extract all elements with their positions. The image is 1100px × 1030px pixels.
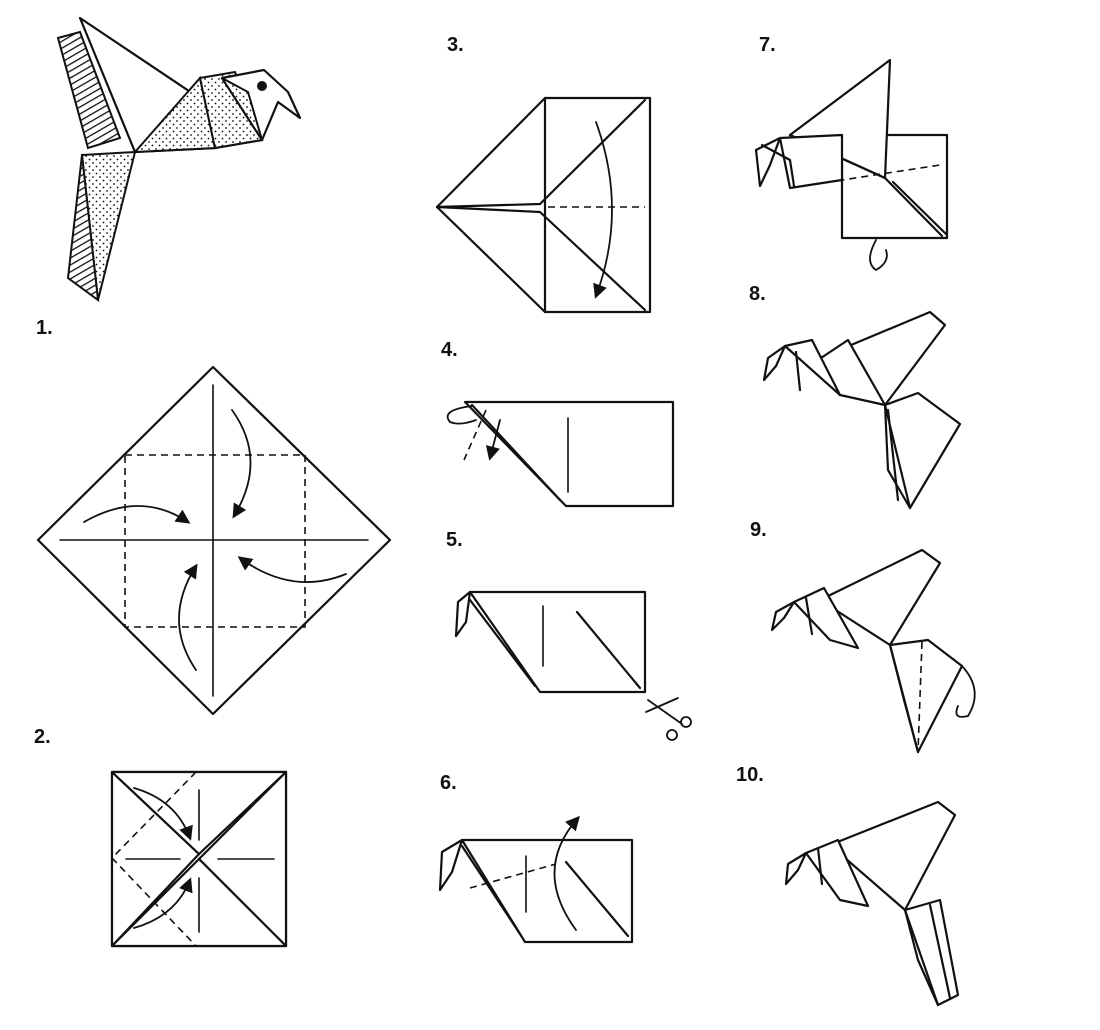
- step-1-diagram: [36, 365, 392, 716]
- step-2-diagram: [110, 770, 288, 948]
- step-8-diagram: [762, 310, 962, 510]
- step-4-diagram: [446, 400, 675, 508]
- step-8-label: 8.: [749, 283, 766, 305]
- step-6-diagram: [438, 815, 634, 944]
- step-10-diagram: [784, 800, 960, 1007]
- step-2-label: 2.: [34, 726, 51, 748]
- step-10-label: 10.: [736, 764, 764, 786]
- step-7-diagram: [754, 58, 949, 272]
- finished-bird-illustration: [56, 16, 302, 303]
- step-5-diagram: [454, 590, 647, 694]
- step-9-diagram: [770, 548, 976, 754]
- step-4-label: 4.: [441, 339, 458, 361]
- step-9-label: 9.: [750, 519, 767, 541]
- step-5-label: 5.: [446, 529, 463, 551]
- step-1-label: 1.: [36, 317, 53, 339]
- scissors-icon: [645, 697, 692, 741]
- step-3-label: 3.: [447, 34, 464, 56]
- step-6-label: 6.: [440, 772, 457, 794]
- step-3-diagram: [435, 96, 652, 314]
- step-7-label: 7.: [759, 34, 776, 56]
